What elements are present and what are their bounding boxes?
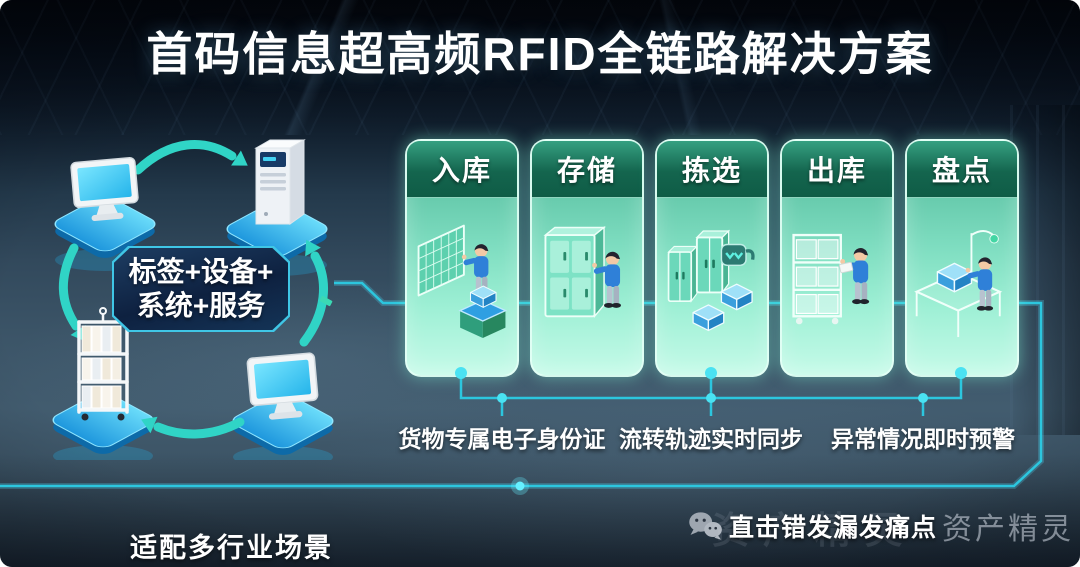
card-picking-title: 拣选 [681,155,742,186]
card-stocktaking-header: 盘点 [907,141,1017,198]
shelf-cart-icon [77,307,129,421]
card-storage: 存储 [530,139,644,377]
cycle-label-line1: 标签+设备+ [128,255,274,287]
feature-label-alert: 异常情况即时预警 [831,426,1015,452]
storage-illustration [543,225,621,318]
cycle-center-label: 标签+设备+ 系统+服务 [112,246,290,332]
card-storage-header: 存储 [532,141,642,198]
card-picking-header: 拣选 [657,141,767,198]
card-storage-title: 存储 [556,155,617,186]
card-outbound-header: 出库 [782,141,892,198]
card-inbound-title: 入库 [431,155,492,186]
picking-illustration [667,229,755,331]
cycle-arrows [58,140,333,439]
page-title: 首码信息超高频RFID全链路解决方案 [146,28,934,80]
card-picking: 拣选 [655,139,769,377]
card-inbound-header: 入库 [407,141,517,198]
footer-right-text: 直击错发漏发痛点 [729,514,938,542]
card-outbound-title: 出库 [806,155,867,186]
card-stocktaking: 盘点 [905,139,1019,377]
server-icon [254,139,306,225]
wechat-icon [689,512,722,540]
cycle-label-line2: 系统+服务 [136,290,266,321]
footer-right-group: 直击错发漏发痛点 资产精灵 [688,504,1074,548]
footer-left-text: 适配多行业场景 [130,533,333,563]
watermark-text: 资产精灵 [942,513,1075,546]
card-stocktaking-title: 盘点 [931,155,992,186]
solution-cycle-diagram [47,139,339,460]
feature-label-realtime-sync: 流转轨迹实时同步 [619,426,803,452]
feature-label-electronic-id: 货物专属电子身份证 [398,426,606,452]
watermark-ghost: 资产精灵 [712,510,916,551]
card-outbound: 出库 [780,139,894,377]
inbound-illustration [417,224,508,338]
stocktaking-illustration [914,229,1003,337]
outbound-illustration [792,233,870,324]
card-inbound: 入库 [405,139,519,377]
